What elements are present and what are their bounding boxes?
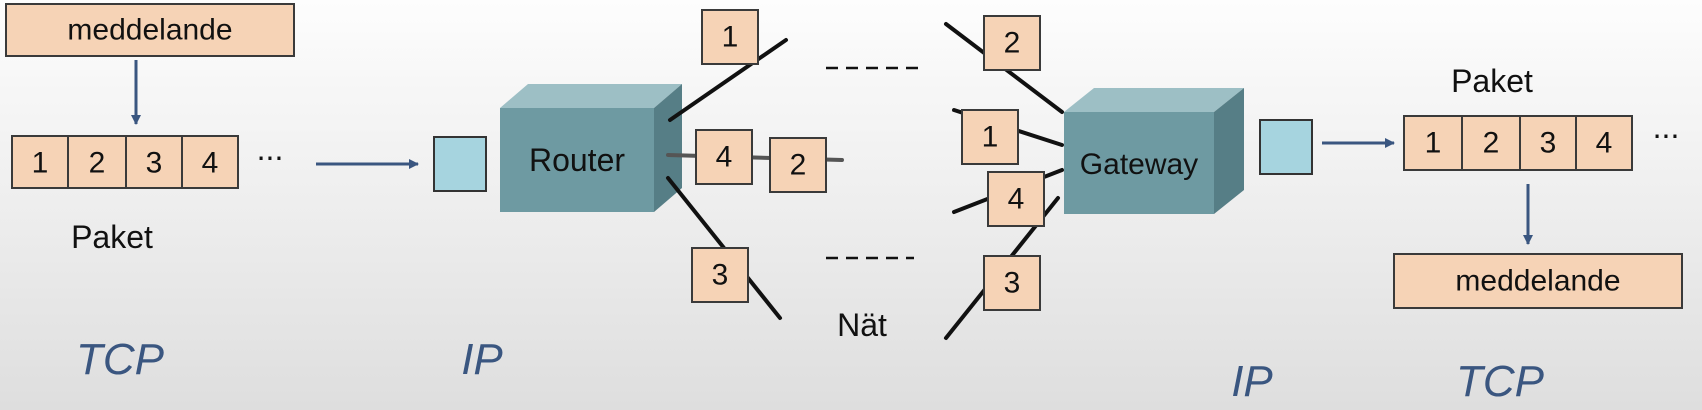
transit-packet: 3 <box>983 255 1041 311</box>
sender-interface <box>433 136 487 192</box>
sender-packet-4: 4 <box>202 147 219 180</box>
packet-label: 3 <box>1004 267 1021 300</box>
sender-message: meddelande <box>5 3 295 57</box>
transit-packet: 2 <box>769 137 827 193</box>
receiver-message-text: meddelande <box>1455 265 1620 298</box>
receiver-message: meddelande <box>1393 253 1683 309</box>
receiver-packet-3: 3 <box>1540 127 1557 160</box>
protocol-tcp-receiver: TCP <box>1456 357 1545 406</box>
router: Router <box>500 84 682 212</box>
sender-packet-3: 3 <box>146 147 163 180</box>
protocol-ip-receiver: IP <box>1231 357 1273 406</box>
transit-packet: 3 <box>691 247 749 303</box>
receiver-packets-label: Paket <box>1451 63 1533 99</box>
packet-label: 3 <box>712 259 729 292</box>
protocol-tcp-sender: TCP <box>76 335 165 384</box>
transit-packet: 4 <box>987 171 1045 227</box>
receiver-packet-row: 1 2 3 4 <box>1403 115 1633 171</box>
packet-label: 4 <box>716 141 733 174</box>
packet-label: 4 <box>1008 183 1025 216</box>
network-label: Nät <box>837 307 887 343</box>
receiver-packet-2: 2 <box>1483 127 1500 160</box>
sender-packets-label: Paket <box>71 219 153 255</box>
gateway-label: Gateway <box>1080 148 1198 181</box>
gateway: Gateway <box>1064 88 1244 214</box>
packet-label: 2 <box>1004 27 1021 60</box>
receiver-packet-4: 4 <box>1596 127 1613 160</box>
receiver-interface <box>1259 119 1313 175</box>
sender-packet-2: 2 <box>89 147 106 180</box>
transit-packet: 1 <box>701 9 759 65</box>
receiver-packet-1: 1 <box>1425 127 1442 160</box>
sender-packet-1: 1 <box>32 147 49 180</box>
packet-label: 1 <box>982 121 999 154</box>
protocol-ip-sender: IP <box>461 335 503 384</box>
packet-label: 2 <box>790 149 807 182</box>
transit-packet: 2 <box>983 15 1041 71</box>
sender-packet-row: 1 2 3 4 <box>11 135 239 189</box>
sender-ellipsis: ... <box>257 131 284 167</box>
packet-label: 1 <box>722 21 739 54</box>
router-label: Router <box>529 142 625 178</box>
receiver-ellipsis: ... <box>1653 109 1680 145</box>
sender-message-text: meddelande <box>67 14 232 47</box>
transit-packet: 4 <box>695 129 753 185</box>
transit-packet: 1 <box>961 109 1019 165</box>
